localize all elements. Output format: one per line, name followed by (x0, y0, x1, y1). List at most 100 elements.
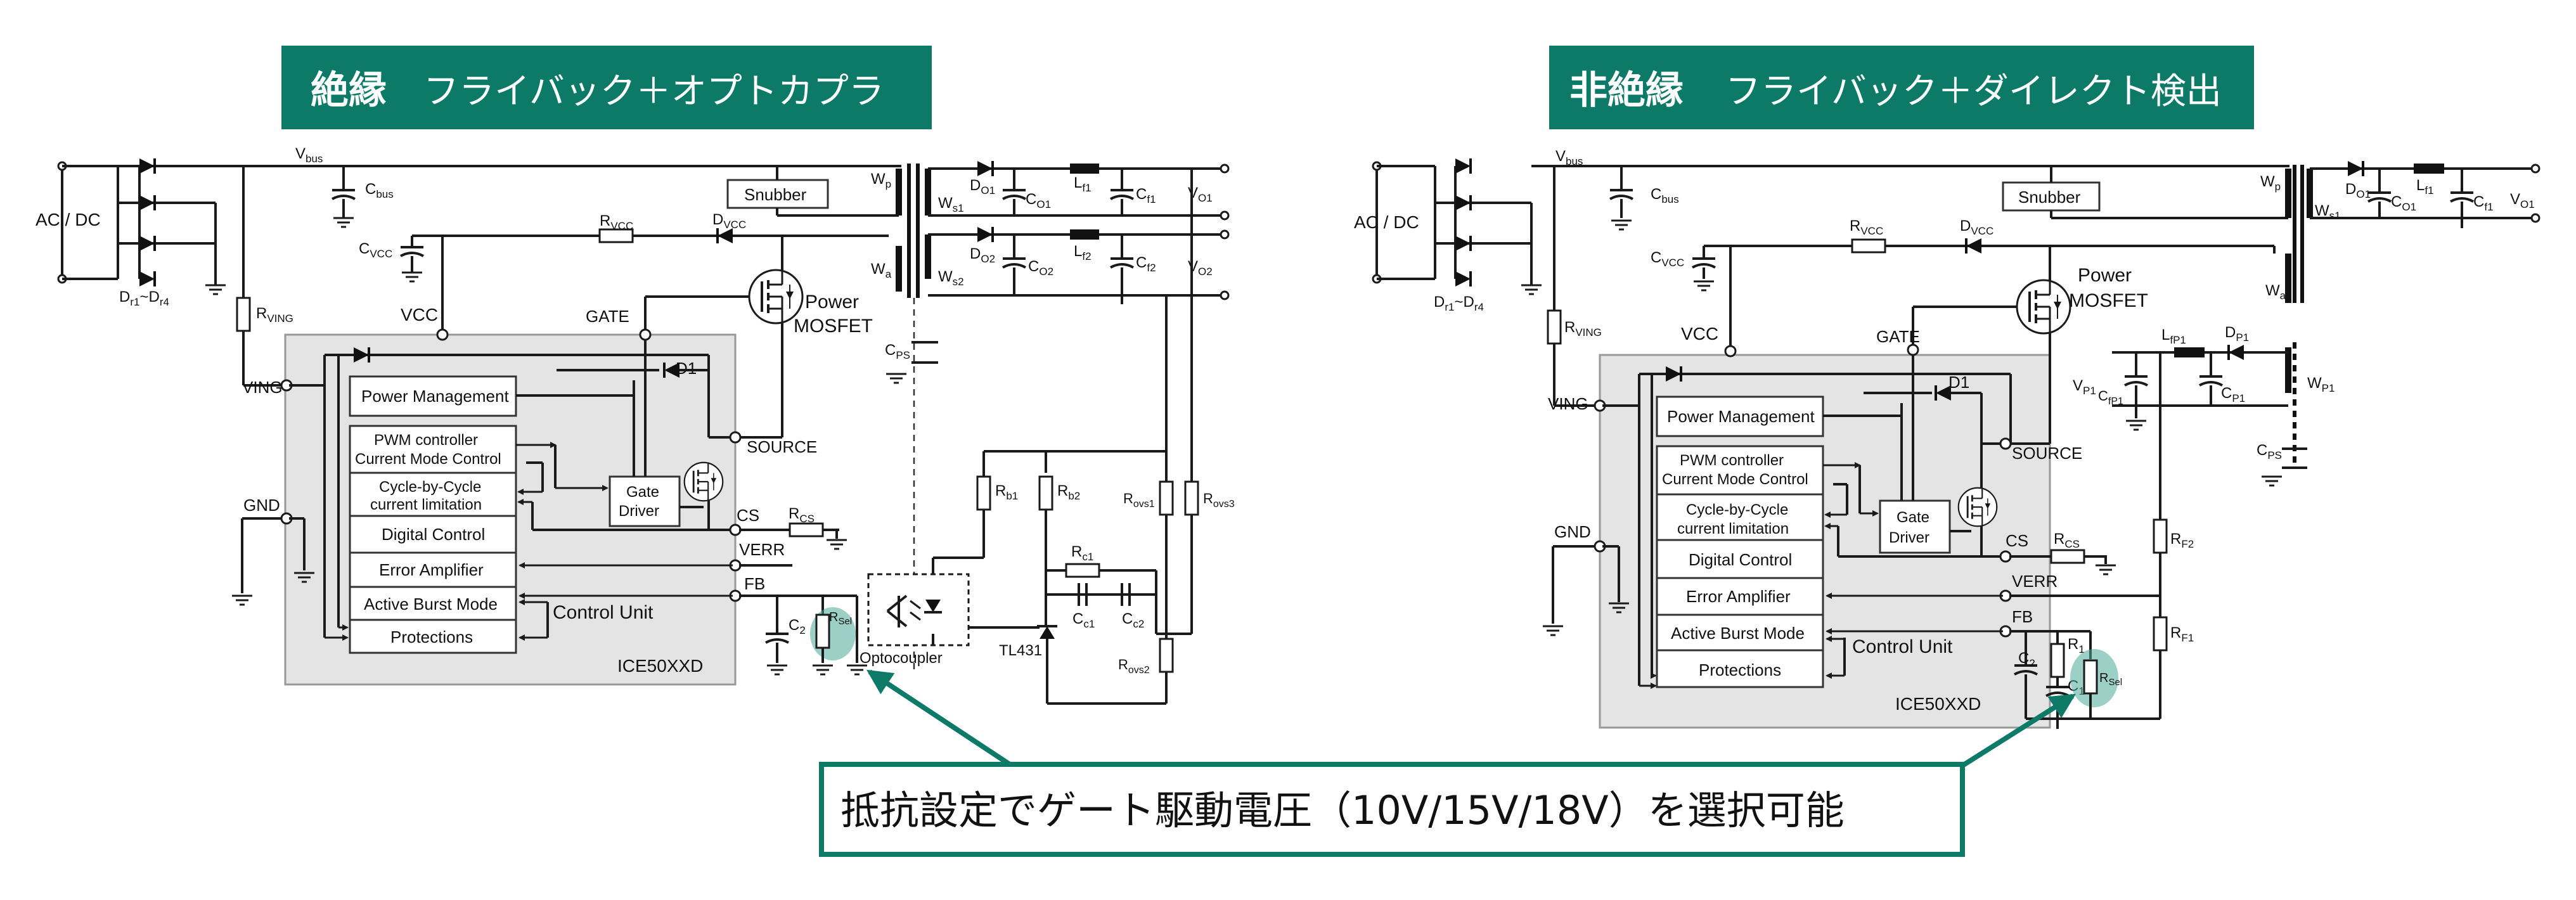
svg-text:CPS: CPS (2257, 442, 2282, 461)
svg-text:CO2: CO2 (1028, 258, 1053, 278)
svg-text:Ws2: Ws2 (938, 268, 964, 288)
right-ac-dc-label: AC / DC (1354, 212, 1419, 232)
svg-text:Rovs3: Rovs3 (1203, 491, 1235, 510)
svg-text:Gate: Gate (1897, 509, 1929, 526)
svg-text:SOURCE: SOURCE (747, 437, 817, 456)
left-title-banner: 絶縁 フライバック＋オプトカプラ (281, 46, 932, 129)
svg-text:VERR: VERR (739, 540, 785, 559)
svg-text:絶縁: 絶縁 (311, 68, 387, 113)
left-ic-name: ICE50XXD (617, 656, 703, 676)
right-snubber-label: Snubber (2018, 188, 2081, 207)
svg-text:RF1: RF1 (2170, 624, 2194, 644)
svg-text:DVCC: DVCC (712, 211, 746, 231)
svg-text:Cc1: Cc1 (1072, 610, 1095, 630)
left-title-rest: フライバック＋オプトカプラ (423, 71, 884, 112)
svg-text:CP1: CP1 (2221, 385, 2245, 404)
right-function-blocks: Power Management PWM controller Current … (1656, 395, 1824, 688)
svg-text:Error Amplifier: Error Amplifier (379, 560, 484, 579)
svg-text:VING: VING (242, 378, 283, 397)
svg-text:RSel: RSel (2099, 671, 2122, 688)
svg-text:Lf1: Lf1 (1074, 174, 1092, 194)
svg-text:Optocoupler: Optocoupler (860, 650, 943, 667)
svg-text:Lf2: Lf2 (1074, 243, 1092, 262)
svg-text:GATE: GATE (586, 307, 629, 326)
svg-text:Cf2: Cf2 (1136, 254, 1156, 274)
left-function-blocks: Power Management PWM controller Current … (349, 375, 517, 654)
svg-text:Dr1~Dr4: Dr1~Dr4 (119, 288, 169, 308)
svg-text:Cc2: Cc2 (1122, 610, 1144, 630)
svg-text:Digital Control: Digital Control (382, 525, 485, 544)
callout-box (819, 762, 1965, 857)
svg-text:GND: GND (243, 496, 280, 515)
svg-text:DP1: DP1 (2225, 324, 2249, 344)
svg-text:VING: VING (1548, 394, 1588, 413)
svg-text:Protections: Protections (1699, 660, 1781, 679)
svg-text:WP1: WP1 (2307, 375, 2334, 394)
svg-text:current limitation: current limitation (1677, 520, 1789, 537)
right-bridge-rectifier: AC / DC Dr1~Dr4 (1354, 157, 1543, 313)
svg-text:D1: D1 (1948, 373, 1969, 392)
right-title-banner: 非絶縁 フライバック＋ダイレクト検出 (1549, 46, 2254, 129)
right-title-bold: 非絶縁 (1569, 68, 1684, 113)
callout-arrow-right (1961, 693, 2077, 768)
svg-text:R1: R1 (2068, 636, 2085, 655)
right-control-unit-label: Control Unit (1852, 636, 1953, 657)
svg-text:Cbus: Cbus (1651, 186, 1679, 205)
svg-text:MOSFET: MOSFET (2069, 290, 2148, 311)
left-panel: 絶縁 フライバック＋オプトカプラ AC / DC (35, 46, 1235, 705)
svg-text:GND: GND (1554, 522, 1591, 541)
svg-text:Rovs2: Rovs2 (1118, 657, 1150, 676)
svg-text:非絶縁: 非絶縁 (1569, 68, 1684, 113)
svg-text:Ws1: Ws1 (938, 195, 964, 214)
svg-text:VCC: VCC (1681, 324, 1718, 344)
svg-text:Active Burst Mode: Active Burst Mode (364, 595, 498, 614)
left-optocoupler (867, 573, 970, 646)
svg-text:Protections: Protections (390, 627, 473, 646)
svg-text:FB: FB (744, 574, 765, 593)
svg-text:C2: C2 (789, 617, 806, 636)
svg-text:Wa: Wa (871, 260, 892, 280)
svg-text:MOSFET: MOSFET (794, 316, 873, 337)
left-block-power-management: Power Management (361, 387, 509, 406)
svg-text:D1: D1 (676, 359, 697, 378)
svg-text:Error Amplifier: Error Amplifier (1686, 587, 1791, 606)
right-power-mosfet-label: Power (2078, 265, 2132, 286)
svg-text:フライバック＋ダイレクト検出: フライバック＋ダイレクト検出 (1725, 71, 2222, 112)
svg-text:CS: CS (2006, 531, 2028, 550)
svg-text:Driver: Driver (619, 503, 659, 520)
svg-text:RVCC: RVCC (1850, 217, 1883, 237)
svg-text:GATE: GATE (1876, 327, 1920, 346)
svg-text:CVCC: CVCC (1651, 249, 1684, 269)
svg-text:Gate: Gate (626, 484, 659, 501)
svg-text:Dr1~Dr4: Dr1~Dr4 (1434, 293, 1484, 313)
left-power-mosfet-label: Power (805, 292, 859, 312)
svg-text:Cf1: Cf1 (2473, 193, 2494, 213)
svg-text:フライバック＋オプトカプラ: フライバック＋オプトカプラ (423, 71, 884, 112)
callout-arrow-left (866, 669, 1014, 768)
svg-text:Active Burst Mode: Active Burst Mode (1671, 624, 1805, 643)
svg-text:VP1: VP1 (2073, 377, 2096, 397)
left-ac-dc-label: AC / DC (35, 210, 101, 229)
svg-text:RVCC: RVCC (600, 212, 633, 232)
svg-text:Wa: Wa (2265, 282, 2286, 302)
svg-text:RF2: RF2 (2170, 530, 2194, 550)
left-gate-driver (609, 475, 681, 527)
left-control-unit-label: Control Unit (553, 602, 654, 623)
svg-text:Cycle-by-Cycle: Cycle-by-Cycle (379, 479, 481, 496)
left-pin-vcc: VCC (401, 305, 438, 325)
svg-text:CfP1: CfP1 (2098, 388, 2123, 407)
svg-text:LfP1: LfP1 (2161, 326, 2186, 346)
svg-text:RVING: RVING (1564, 319, 1602, 338)
right-ic-name: ICE50XXD (1895, 694, 1981, 714)
svg-text:PWM controller: PWM controller (374, 432, 478, 449)
right-panel: 非絶縁 フライバック＋ダイレクト検出 AC / DC Dr1~D (1354, 46, 2541, 729)
svg-text:CPS: CPS (885, 342, 910, 361)
svg-text:CO1: CO1 (2391, 193, 2416, 213)
svg-text:Cf1: Cf1 (1136, 186, 1156, 205)
svg-text:Driver: Driver (1889, 529, 1929, 546)
right-gate-driver (1879, 499, 1951, 554)
svg-text:Current Mode Control: Current Mode Control (1662, 471, 1808, 488)
right-title-rest: フライバック＋ダイレクト検出 (1725, 71, 2222, 112)
svg-text:Cbus: Cbus (365, 181, 394, 200)
